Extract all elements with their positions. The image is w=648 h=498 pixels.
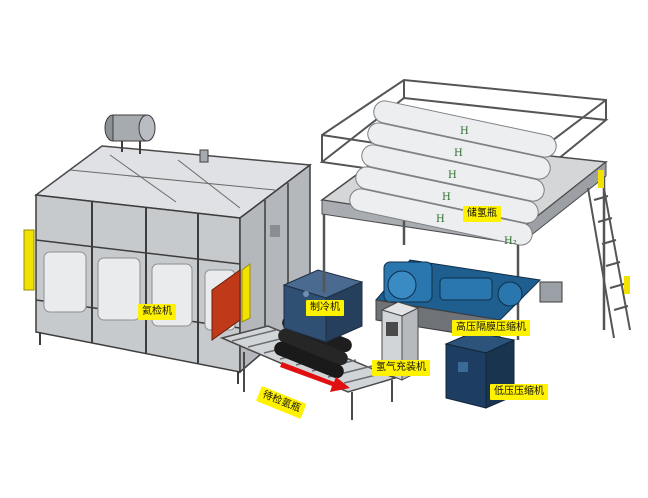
access-stair [587,177,631,339]
label-high-pressure-compressor: 高压隔膜压缩机 [452,320,530,336]
label-hydrogen-storage: 储氢瓶 [463,206,501,222]
cylinder-mark: H [448,170,457,181]
cylinder-mark: H [460,126,469,137]
cylinder-mark: H [454,148,463,159]
label-hydrogen-filling: 氢气充装机 [372,360,430,376]
chiller-unit [282,269,364,343]
cylinder-mark: H [436,214,445,225]
label-chiller: 制冷机 [306,300,344,316]
cylinder-mark: H [442,192,451,203]
label-low-pressure-compressor: 低压压缩机 [490,384,548,400]
helium-tank [104,114,156,154]
cylinder-mark: H₂ [504,236,517,247]
label-helium-detector: 氦检机 [138,304,176,320]
flow-arrow-icon [280,362,350,392]
